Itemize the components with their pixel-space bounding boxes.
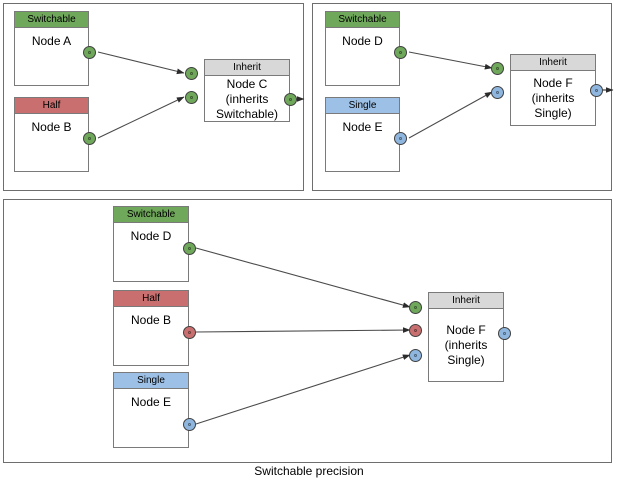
node-b[interactable]: Half Node B — [14, 97, 89, 172]
node-f-header: Inherit — [511, 55, 595, 71]
node-f-bottom-line3: Single) — [447, 353, 485, 367]
node-a-header: Switchable — [15, 12, 88, 28]
node-d-bottom-header: Switchable — [114, 207, 188, 223]
node-f-bottom-body: Node F (inherits Single) — [429, 309, 503, 382]
node-d[interactable]: Switchable Node D — [325, 11, 400, 86]
node-e-body: Node E — [342, 120, 383, 134]
port-node-b-output[interactable] — [83, 132, 96, 145]
node-a-body: Node A — [31, 34, 72, 48]
node-f-bottom[interactable]: Inherit Node F (inherits Single) — [428, 292, 504, 382]
node-f-line2: (inherits — [531, 91, 575, 105]
node-c[interactable]: Inherit Node C (inherits Switchable) — [204, 59, 290, 122]
port-node-c-output[interactable] — [284, 93, 297, 106]
node-e-header: Single — [326, 98, 399, 114]
port-node-e-bottom-output[interactable] — [183, 418, 196, 431]
port-node-a-output[interactable] — [83, 46, 96, 59]
node-e-bottom-header: Single — [114, 373, 188, 389]
node-d-bottom[interactable]: Switchable Node D — [113, 206, 189, 282]
node-c-header: Inherit — [205, 60, 289, 76]
node-e[interactable]: Single Node E — [325, 97, 400, 172]
node-c-line3: Switchable) — [215, 106, 279, 121]
port-node-f-bottom-input-3[interactable] — [409, 349, 422, 362]
port-node-f-bottom-output[interactable] — [498, 327, 511, 340]
node-f-body: Node F (inherits Single) — [511, 71, 595, 126]
port-node-e-output[interactable] — [394, 132, 407, 145]
node-f-bottom-line2: (inherits — [444, 338, 488, 352]
node-e-bottom[interactable]: Single Node E — [113, 372, 189, 448]
node-f-line1: Node F — [533, 76, 573, 90]
node-f[interactable]: Inherit Node F (inherits Single) — [510, 54, 596, 126]
panel-bottom — [3, 199, 612, 463]
port-node-b-bottom-output[interactable] — [183, 326, 196, 339]
node-d-bottom-body: Node D — [130, 229, 172, 243]
node-e-bottom-body: Node E — [130, 395, 172, 409]
port-node-f-input-1[interactable] — [491, 62, 504, 75]
node-b-bottom-header: Half — [114, 291, 188, 307]
node-c-body: Node C (inherits Switchable) — [205, 76, 289, 122]
node-f-line3: Single) — [534, 106, 572, 120]
port-node-f-bottom-input-2[interactable] — [409, 324, 422, 337]
node-c-line2: (inherits — [225, 91, 269, 106]
figure-caption: Switchable precision — [254, 464, 364, 478]
node-b-bottom[interactable]: Half Node B — [113, 290, 189, 366]
node-d-body: Node D — [342, 34, 383, 48]
port-node-c-input-2[interactable] — [185, 91, 198, 104]
port-node-f-output[interactable] — [590, 84, 603, 97]
node-f-bottom-header: Inherit — [429, 293, 503, 309]
node-c-line1: Node C — [226, 76, 268, 91]
node-b-bottom-body: Node B — [130, 313, 172, 327]
port-node-d-bottom-output[interactable] — [183, 242, 196, 255]
node-d-header: Switchable — [326, 12, 399, 28]
node-f-bottom-line1: Node F — [446, 323, 486, 337]
node-a[interactable]: Switchable Node A — [14, 11, 89, 86]
port-node-f-bottom-input-1[interactable] — [409, 301, 422, 314]
port-node-f-input-2[interactable] — [491, 86, 504, 99]
port-node-c-input-1[interactable] — [185, 67, 198, 80]
port-node-d-output[interactable] — [394, 46, 407, 59]
node-b-body: Node B — [31, 120, 72, 134]
node-b-header: Half — [15, 98, 88, 114]
